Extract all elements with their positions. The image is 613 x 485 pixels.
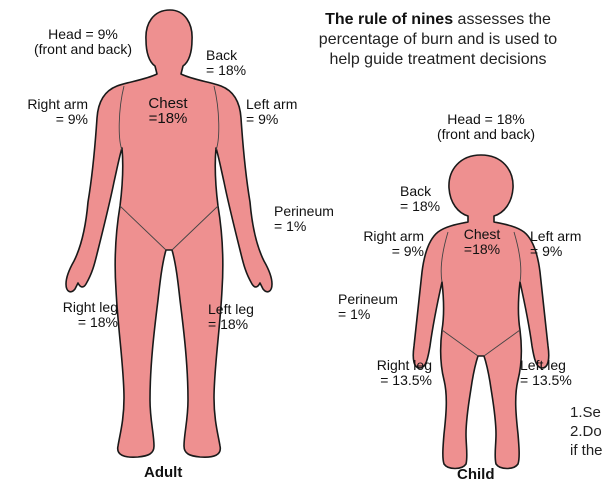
note-line-1: 1.Se bbox=[570, 403, 603, 422]
child-left-arm-value: = 9% bbox=[530, 244, 581, 259]
adult-left-arm-value: = 9% bbox=[246, 112, 297, 127]
child-back-value: = 18% bbox=[400, 199, 440, 214]
adult-perineum-name: Perineum bbox=[274, 204, 334, 219]
note-text: 1.Se 2.Do if the bbox=[570, 403, 603, 460]
adult-title: Adult bbox=[144, 464, 182, 481]
adult-right-arm-name: Right arm bbox=[4, 97, 88, 112]
adult-perineum-label: Perineum = 1% bbox=[274, 204, 334, 234]
adult-left-arm-label: Left arm = 9% bbox=[246, 97, 297, 127]
child-title: Child bbox=[457, 466, 495, 483]
child-right-arm-label: Right arm = 9% bbox=[340, 229, 424, 259]
adult-right-arm-value: = 9% bbox=[4, 112, 88, 127]
child-right-leg-label: Right leg = 13.5% bbox=[352, 358, 432, 388]
adult-right-leg-label: Right leg = 18% bbox=[40, 300, 118, 330]
adult-left-arm-name: Left arm bbox=[246, 97, 297, 112]
adult-right-leg-name: Right leg bbox=[40, 300, 118, 315]
adult-perineum-value: = 1% bbox=[274, 219, 334, 234]
note-line-2: 2.Do bbox=[570, 422, 603, 441]
note-line-3: if the bbox=[570, 441, 603, 460]
child-head-note: (front and back) bbox=[416, 127, 556, 142]
adult-back-name: Back bbox=[206, 48, 246, 63]
adult-head-label: Head = 9% (front and back) bbox=[22, 27, 144, 57]
child-head-label: Head = 18% (front and back) bbox=[416, 112, 556, 142]
child-right-arm-name: Right arm bbox=[340, 229, 424, 244]
child-back-name: Back bbox=[400, 184, 440, 199]
adult-head-note: (front and back) bbox=[22, 42, 144, 57]
child-head-value: Head = 18% bbox=[416, 112, 556, 127]
adult-left-leg-name: Left leg bbox=[208, 302, 254, 317]
child-chest-name: Chest bbox=[456, 227, 508, 242]
adult-chest-label: Chest =18% bbox=[138, 96, 198, 126]
child-chest-value: =18% bbox=[456, 242, 508, 257]
child-chest-label: Chest =18% bbox=[456, 227, 508, 257]
child-left-leg-label: Left leg = 13.5% bbox=[520, 358, 572, 388]
child-back-label: Back = 18% bbox=[400, 184, 440, 214]
adult-right-leg-value: = 18% bbox=[40, 315, 118, 330]
adult-left-leg-label: Left leg = 18% bbox=[208, 302, 254, 332]
child-perineum-value: = 1% bbox=[338, 307, 398, 322]
adult-back-value: = 18% bbox=[206, 63, 246, 78]
adult-back-label: Back = 18% bbox=[206, 48, 246, 78]
adult-right-arm-label: Right arm = 9% bbox=[4, 97, 88, 127]
adult-head-value: Head = 9% bbox=[22, 27, 144, 42]
child-left-arm-name: Left arm bbox=[530, 229, 581, 244]
adult-left-leg-value: = 18% bbox=[208, 317, 254, 332]
child-perineum-label: Perineum = 1% bbox=[338, 292, 398, 322]
child-left-arm-label: Left arm = 9% bbox=[530, 229, 581, 259]
child-perineum-name: Perineum bbox=[338, 292, 398, 307]
adult-chest-value: =18% bbox=[138, 111, 198, 126]
child-right-leg-value: = 13.5% bbox=[352, 373, 432, 388]
child-left-leg-name: Left leg bbox=[520, 358, 572, 373]
child-right-leg-name: Right leg bbox=[352, 358, 432, 373]
child-left-leg-value: = 13.5% bbox=[520, 373, 572, 388]
adult-chest-name: Chest bbox=[138, 96, 198, 111]
child-right-arm-value: = 9% bbox=[340, 244, 424, 259]
